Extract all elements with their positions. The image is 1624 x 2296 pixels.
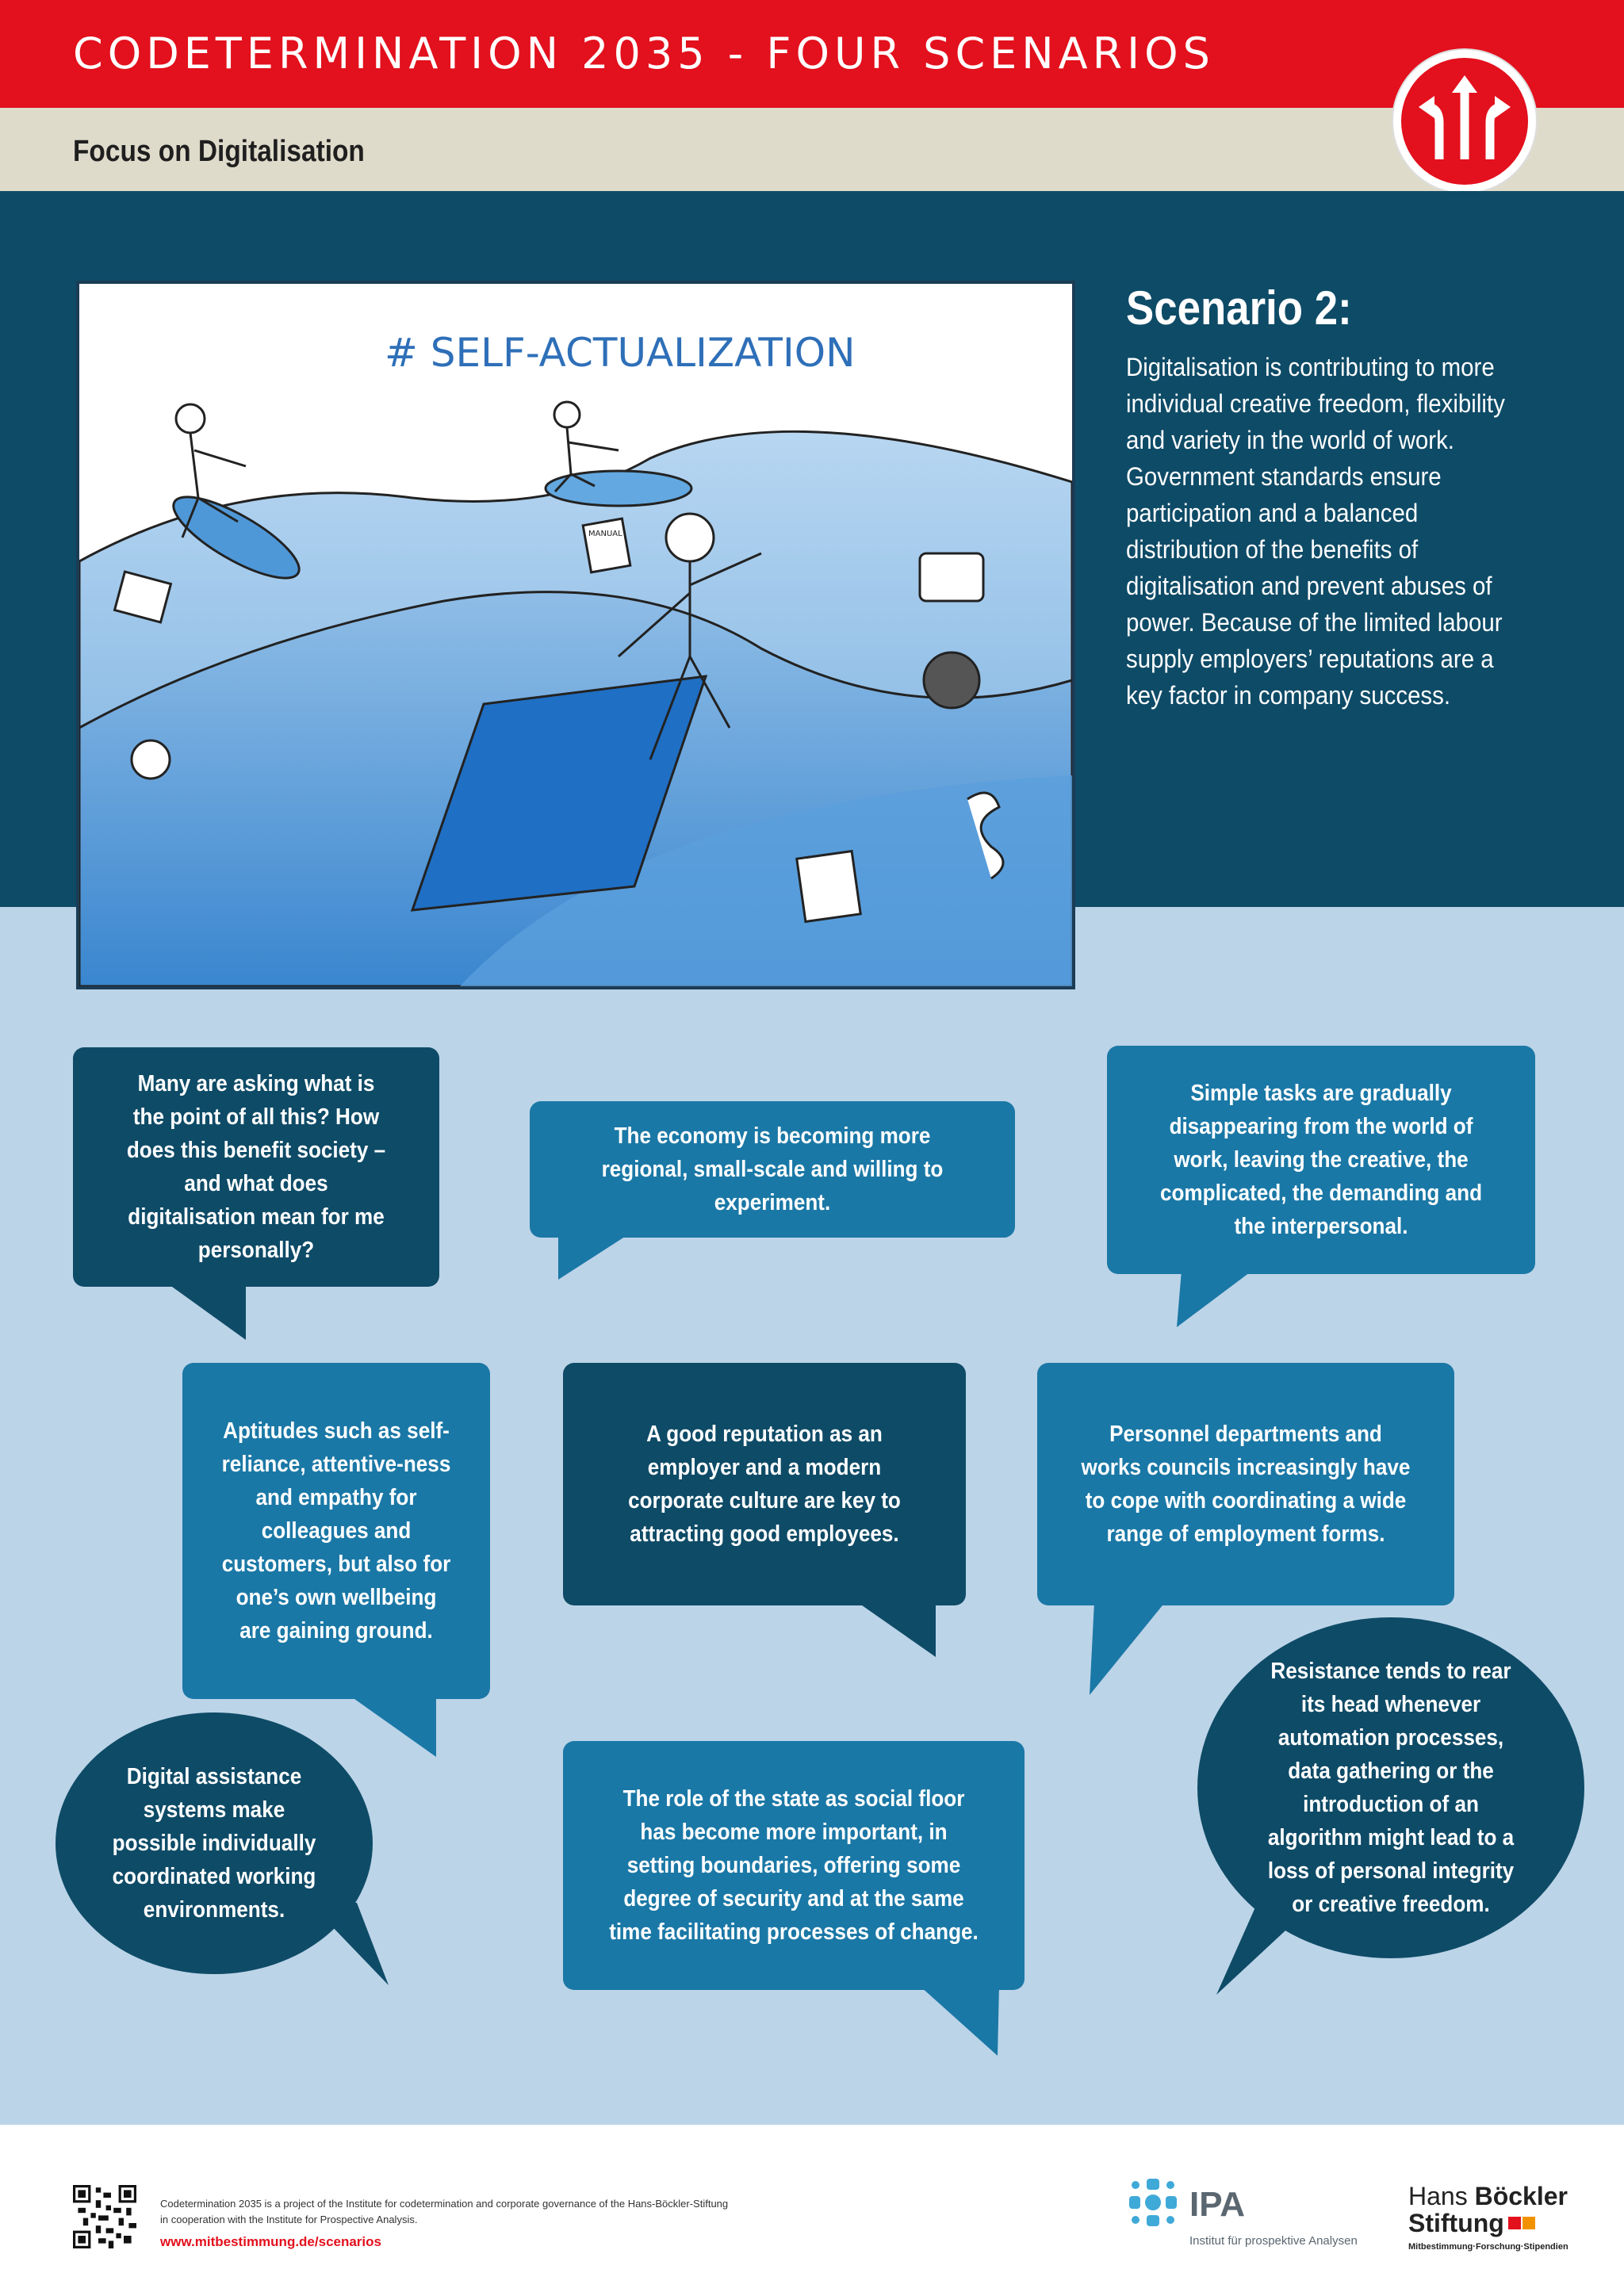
hbs-logo-orange-square: [1522, 2217, 1535, 2229]
speech-bubble-role-of-state: The role of the state as social floor ha…: [563, 1741, 1025, 1990]
speech-bubble-tail: [167, 1283, 246, 1340]
qr-code-icon: [73, 2185, 136, 2248]
illustration-sign: MANUAL: [588, 530, 622, 538]
scenario-title: Scenario 2:: [1126, 281, 1352, 335]
self-actualization-illustration: # SELF-ACTUALIZATION MANUAL: [76, 281, 1075, 989]
crossroads-arrows-icon: [1393, 50, 1536, 193]
speech-bubble-meaning: Many are asking what is the point of all…: [73, 1047, 439, 1287]
speech-bubble-digital-assistance: Digital assistance systems make possible…: [56, 1712, 373, 1974]
ipa-logo-icon: [1129, 2179, 1177, 2226]
hbs-logo-line1: Hans Böckler: [1408, 2182, 1568, 2210]
hbs-logo-line2: Stiftung: [1408, 2209, 1504, 2237]
scenario-description: Digitalisation is contributing to more i…: [1126, 353, 1505, 710]
ipa-subtitle: Institut für prospektive Analysen: [1189, 2234, 1358, 2248]
page-title: CODETERMINATION 2035 - FOUR SCENARIOS: [73, 29, 1215, 78]
speech-bubble-tail: [1177, 1270, 1253, 1327]
speech-bubble-tail: [1090, 1601, 1166, 1695]
speech-bubble-simple-tasks: Simple tasks are gradually disappearing …: [1107, 1046, 1535, 1274]
footer-credits: Codetermination 2035 is a project of the…: [160, 2198, 729, 2225]
ipa-name: IPA: [1189, 2185, 1246, 2224]
speech-bubble-tail: [920, 1986, 999, 2056]
subheader-bar: Focus on Digitalisation: [0, 108, 1624, 191]
speech-bubble-aptitudes: Aptitudes such as self-reliance, attenti…: [182, 1363, 490, 1699]
hbs-logo-tagline: Mitbestimmung·Forschung·Stipendien: [1408, 2242, 1568, 2252]
speech-bubble-tail: [856, 1601, 936, 1657]
speech-bubble-personnel: Personnel departments and works councils…: [1037, 1363, 1454, 1605]
footer: [0, 2125, 1624, 2296]
speech-bubble-tail: [349, 1695, 436, 1757]
speech-bubble-resistance: Resistance tends to rear its head whenev…: [1197, 1617, 1584, 1958]
speech-bubble-economy: The economy is becoming more regional, s…: [530, 1101, 1015, 1238]
header-bar: CODETERMINATION 2035 - FOUR SCENARIOS: [0, 0, 1624, 108]
speech-bubble-tail: [558, 1234, 630, 1280]
page-subtitle: Focus on Digitalisation: [73, 135, 365, 168]
hbs-logo-red-square: [1508, 2217, 1521, 2229]
illustration-caption: # SELF-ACTUALIZATION: [385, 330, 855, 376]
speech-bubble-reputation: A good reputation as an employer and a m…: [563, 1363, 966, 1605]
footer-website-link[interactable]: www.mitbestimmung.de/scenarios: [160, 2234, 381, 2249]
